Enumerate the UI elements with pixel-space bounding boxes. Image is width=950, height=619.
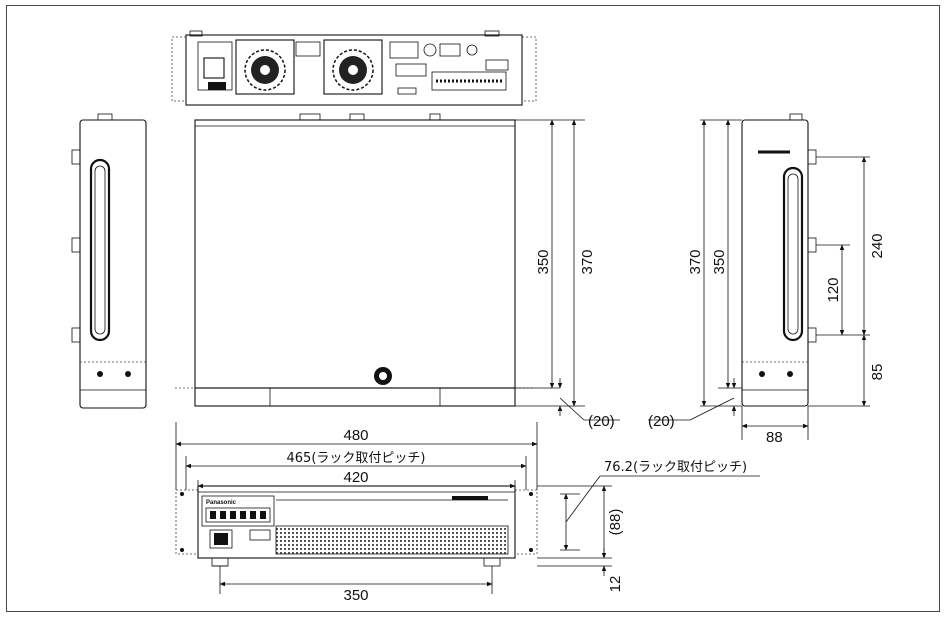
dim-right-370: 370 bbox=[687, 249, 704, 274]
dim-right-240: 240 bbox=[869, 233, 886, 258]
drawing-frame bbox=[6, 5, 940, 612]
fan-left-icon bbox=[235, 39, 295, 95]
dim-right-20: (20) bbox=[648, 413, 675, 430]
left-side-view bbox=[71, 113, 147, 409]
dim-88-height: (88) bbox=[607, 509, 624, 536]
dim-465-rack-pitch: 465(ラック取付ピッチ) bbox=[287, 451, 426, 466]
front-panel-brand: Panasonic bbox=[206, 500, 237, 506]
dim-right-85: 85 bbox=[869, 364, 886, 381]
dim-right-350: 350 bbox=[711, 249, 728, 274]
dim-top-370: 370 bbox=[579, 249, 596, 274]
dim-420: 420 bbox=[343, 469, 368, 486]
front-view bbox=[175, 485, 538, 567]
front-dimensions bbox=[175, 422, 760, 594]
dim-76-2-rack-pitch: 76.2(ラック取付ピッチ) bbox=[604, 460, 747, 475]
dim-top-20: (20) bbox=[588, 413, 615, 430]
dim-top-350: 350 bbox=[535, 249, 552, 274]
top-view bbox=[175, 113, 620, 421]
dim-480: 480 bbox=[343, 427, 368, 444]
fan-right-icon bbox=[323, 39, 383, 95]
dim-350-depth: 350 bbox=[343, 587, 368, 604]
dim-right-88: 88 bbox=[766, 429, 783, 446]
right-side-view bbox=[648, 113, 870, 440]
dim-right-120: 120 bbox=[825, 277, 842, 302]
dim-12-foot: 12 bbox=[607, 576, 624, 593]
rear-view bbox=[171, 30, 537, 106]
